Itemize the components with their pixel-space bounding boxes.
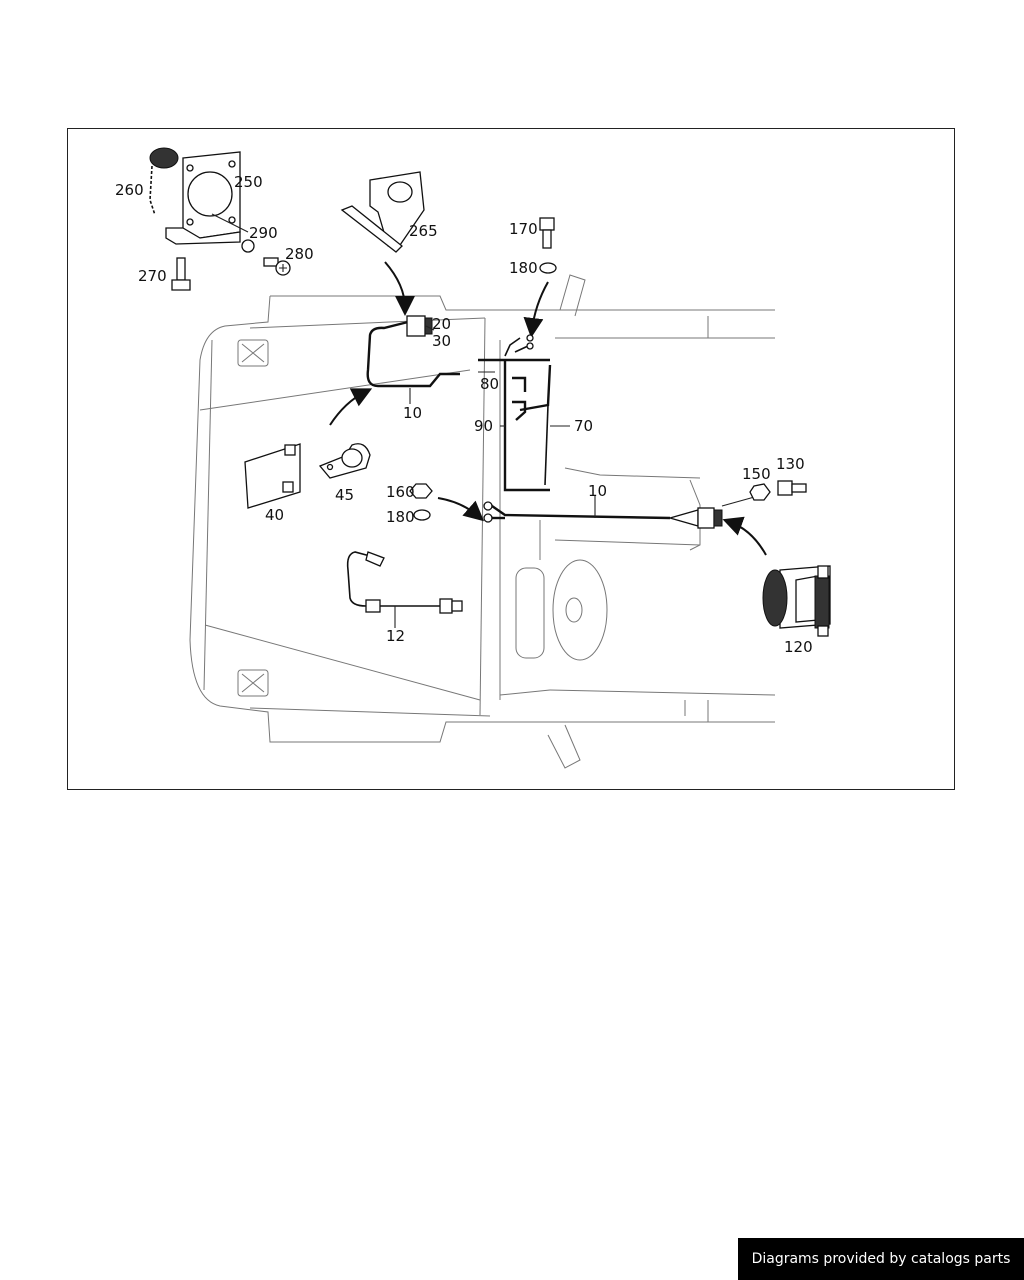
- label-150: 150: [742, 465, 771, 483]
- label-90: 90: [474, 417, 493, 435]
- socket-120: [762, 565, 831, 637]
- nut-150: [749, 483, 771, 501]
- cap-260: [149, 147, 179, 216]
- leader-lines: [211, 213, 596, 628]
- label-280: 280: [285, 245, 314, 263]
- label-130: 130: [776, 455, 805, 473]
- label-40: 40: [265, 506, 284, 524]
- label-10-lower: 10: [588, 482, 607, 500]
- harness-10-upper: [366, 315, 460, 388]
- washer-180-top: [539, 262, 557, 274]
- label-120: 120: [784, 638, 813, 656]
- label-180-bottom: 180: [386, 508, 415, 526]
- diagram-frame: [67, 128, 955, 790]
- bolt-170: [539, 217, 555, 249]
- footer-watermark: Diagrams provided by catalogs parts: [738, 1238, 1024, 1280]
- label-180-top: 180: [509, 259, 538, 277]
- bolt-270: [171, 257, 191, 291]
- clamp-45: [318, 443, 371, 479]
- bolt-130: [777, 480, 807, 496]
- label-45: 45: [335, 486, 354, 504]
- harness-branches: [478, 358, 570, 492]
- washer-180-bottom: [413, 509, 431, 521]
- label-160: 160: [386, 483, 415, 501]
- cable-12: [346, 551, 463, 614]
- screw-280: [263, 257, 291, 276]
- plate-265: [340, 171, 425, 253]
- label-260: 260: [115, 181, 144, 199]
- label-265: 265: [409, 222, 438, 240]
- bracket-250: [165, 151, 241, 245]
- label-70: 70: [574, 417, 593, 435]
- label-12: 12: [386, 627, 405, 645]
- label-10-upper: 10: [403, 404, 422, 422]
- label-170: 170: [509, 220, 538, 238]
- washer-290: [241, 239, 255, 253]
- label-80: 80: [480, 375, 499, 393]
- label-20: 20: [432, 315, 451, 333]
- label-30: 30: [432, 332, 451, 350]
- label-270: 270: [138, 267, 167, 285]
- vehicle-frame-outline: [189, 274, 776, 769]
- label-290: 290: [249, 224, 278, 242]
- label-250: 250: [234, 173, 263, 191]
- nut-160: [409, 483, 433, 499]
- harness-10-lower: [483, 495, 759, 529]
- cover-40: [244, 443, 301, 509]
